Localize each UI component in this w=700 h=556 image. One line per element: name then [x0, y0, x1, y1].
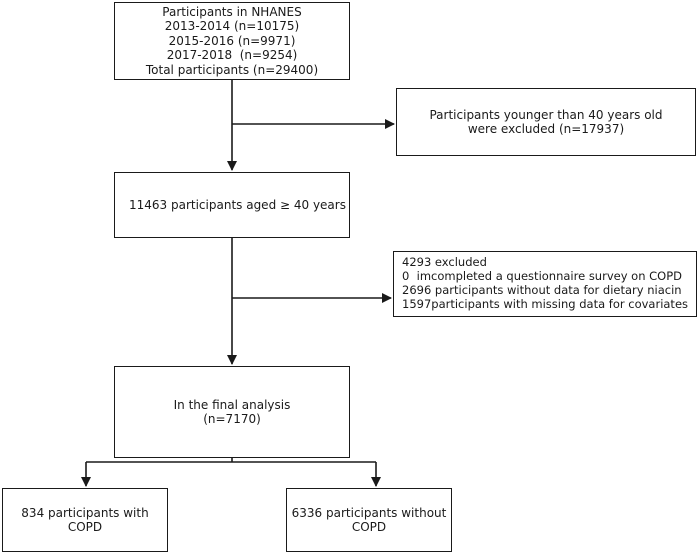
- box-line: Participants in NHANES: [162, 4, 302, 19]
- box-no-copd: 6336 participants without COPD: [286, 488, 452, 552]
- box-nhanes-participants: Participants in NHANES 2013-2014 (n=1017…: [114, 2, 350, 80]
- box-line: 1597participants with missing data for c…: [402, 296, 689, 311]
- box-line: Total participants (n=29400): [145, 62, 319, 77]
- box-line: In the final analysis: [173, 397, 291, 412]
- box-age-exclusion: Participants younger than 40 years old w…: [396, 88, 696, 156]
- box-copd: 834 participants with COPD: [2, 488, 168, 552]
- box-line: 2013-2014 (n=10175): [164, 19, 300, 34]
- box-line: 2015-2016 (n=9971): [168, 33, 296, 48]
- box-line: 11463 participants aged ≥ 40 years: [129, 197, 346, 212]
- box-line: 2696 participants without data for dieta…: [402, 283, 682, 297]
- box-aged-40-plus: 11463 participants aged ≥ 40 years: [114, 172, 350, 238]
- box-line: 0 imcompleted a questionnaire survey on …: [402, 269, 683, 284]
- box-line: COPD: [67, 520, 103, 534]
- box-line: Participants younger than 40 years old: [429, 107, 663, 122]
- box-line: 834 participants with: [21, 505, 149, 520]
- box-line: 2017-2018 (n=9254): [166, 48, 298, 63]
- box-line: 6336 participants without: [291, 505, 447, 520]
- box-line: COPD: [351, 520, 387, 534]
- box-line: (n=7170): [203, 412, 261, 426]
- box-data-exclusion: 4293 excluded 0 imcompleted a questionna…: [393, 251, 697, 317]
- box-line: were excluded (n=17937): [467, 122, 625, 136]
- box-final-analysis: In the final analysis (n=7170): [114, 366, 350, 458]
- box-line: 4293 excluded: [402, 255, 487, 270]
